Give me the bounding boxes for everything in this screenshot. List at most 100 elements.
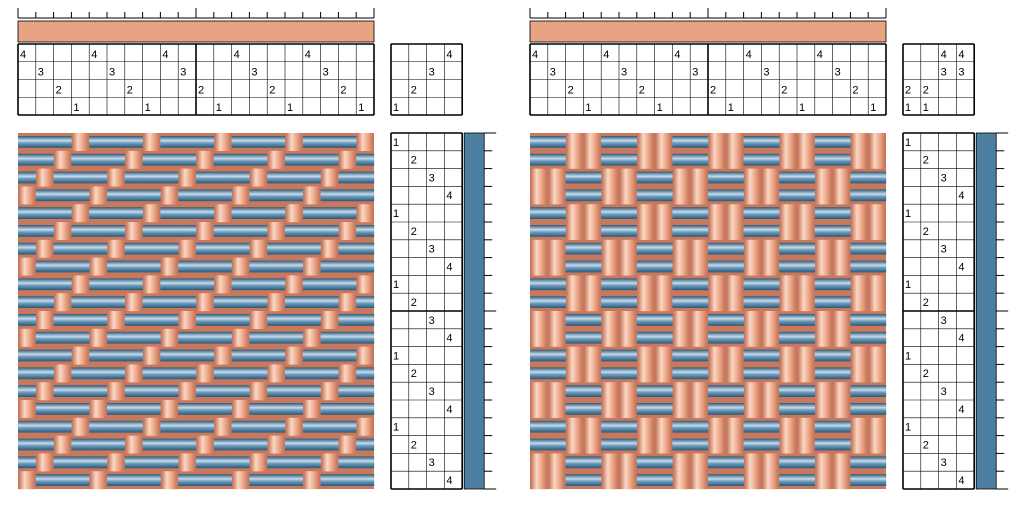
weft-float (178, 189, 197, 202)
weft-float (35, 296, 54, 308)
weft-float (530, 296, 548, 308)
warp-float (268, 435, 284, 454)
weft-float (178, 367, 197, 380)
treadling-number: 3 (941, 457, 947, 469)
treadling-number: 1 (393, 137, 399, 149)
warp-float (584, 364, 600, 383)
warp-float (655, 346, 672, 365)
weft-float (178, 207, 197, 219)
treadling-number: 2 (411, 439, 417, 451)
warp-float (531, 239, 547, 258)
weft-float (196, 260, 214, 273)
weft-float (231, 153, 250, 166)
warp-float (19, 400, 35, 418)
weft-float (160, 385, 179, 397)
warp-float (19, 257, 35, 276)
warp-float (709, 222, 725, 240)
weft-float (18, 242, 36, 255)
weft-float (814, 136, 833, 148)
threading-number: 4 (305, 49, 311, 61)
warp-float (762, 453, 778, 472)
warp-float (549, 400, 565, 418)
weft-float (35, 403, 54, 415)
weft-float (89, 438, 108, 451)
weft-float (18, 207, 36, 219)
warp-float (762, 186, 778, 205)
warp-float (780, 417, 796, 436)
weft-float (89, 278, 108, 291)
weft-float (868, 171, 887, 184)
warp-float (869, 275, 885, 294)
weft-float (285, 296, 303, 308)
warp-float (709, 364, 725, 383)
weft-float (196, 456, 214, 469)
warp-float (709, 133, 725, 151)
warp-float (798, 346, 814, 365)
tieup-number: 2 (923, 84, 929, 96)
weft-float (356, 331, 375, 344)
warp-float (638, 293, 654, 312)
warp-float (638, 275, 654, 294)
weft-ruler (996, 132, 1009, 490)
weft-float (850, 385, 869, 397)
warp-float (869, 293, 885, 312)
weft-float (160, 242, 179, 255)
warp-float (232, 328, 249, 347)
weft-float (530, 278, 548, 291)
warp-float (602, 400, 618, 418)
weft-float (285, 260, 303, 273)
warp-float (620, 311, 636, 329)
warp-float (620, 382, 636, 401)
weft-float (231, 171, 250, 184)
warp-float (620, 257, 636, 276)
weft-float (267, 331, 286, 344)
weft-float (583, 331, 602, 344)
warp-float (744, 382, 761, 401)
weft-float (89, 349, 108, 362)
warp-float (126, 150, 142, 169)
weft-float (814, 349, 833, 362)
threading-number: 2 (781, 84, 787, 96)
treadling-number: 3 (941, 386, 947, 398)
weft-float (267, 136, 286, 148)
threading-number: 4 (234, 49, 240, 61)
warp-float (833, 453, 850, 472)
warp-float (19, 471, 35, 490)
threading-number: 2 (568, 84, 574, 96)
warp-float (268, 364, 284, 383)
weft-float (249, 438, 268, 451)
weft-float (619, 207, 637, 219)
warp-float (250, 168, 266, 187)
warp-float (851, 417, 867, 436)
warp-float (691, 400, 707, 418)
threading-number: 4 (746, 49, 752, 61)
weft-float (124, 242, 143, 255)
weft-float (320, 420, 339, 433)
warp-float (584, 204, 600, 223)
warp-float (727, 364, 743, 383)
weft-float (619, 367, 637, 380)
weft-float (213, 171, 232, 184)
warp-float (620, 471, 636, 490)
weft-float (320, 474, 339, 486)
warp-float (250, 239, 266, 258)
weft-float (868, 385, 887, 397)
weft-float (832, 296, 851, 308)
weft-float (18, 367, 36, 380)
warp-float (691, 239, 707, 258)
warp-float (584, 222, 600, 240)
weft-float (231, 314, 250, 326)
warp-float (143, 275, 160, 294)
warp-float (655, 293, 672, 312)
weft-float (302, 242, 321, 255)
warp-color-bar (529, 20, 887, 43)
weft-float (249, 349, 268, 362)
warp-float (108, 382, 124, 401)
warp-float (869, 150, 885, 169)
warp-float (37, 239, 53, 258)
treadling-number: 4 (958, 190, 964, 202)
warp-float (549, 186, 565, 205)
weft-float (285, 474, 303, 486)
warp-float (161, 257, 177, 276)
weft-float (53, 242, 72, 255)
